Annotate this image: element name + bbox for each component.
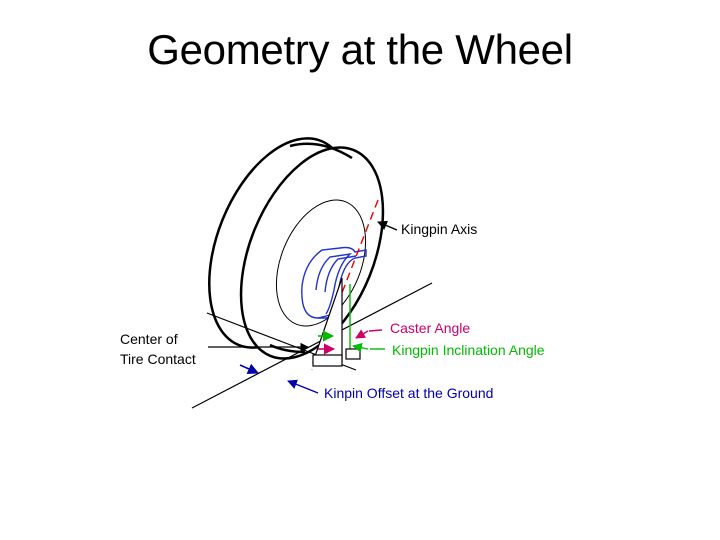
- center-contact-label-line2: Tire Contact: [120, 351, 196, 367]
- caster-angle-pointer-2: [355, 329, 369, 339]
- caster-angle-pointer-1: [368, 329, 383, 332]
- kingpin-inclination-label: Kingpin Inclination Angle: [392, 342, 545, 358]
- ground-line-back: [191, 282, 433, 409]
- wheel-rim: [275, 199, 367, 327]
- inclination-angle-pointer-2: [352, 342, 369, 353]
- page-title: Geometry at the Wheel: [147, 26, 573, 73]
- offset-pointer-right: [287, 379, 319, 394]
- kingpin-offset-label: Kinpin Offset at the Ground: [324, 385, 493, 401]
- kingpin-axis-label: Kingpin Axis: [401, 221, 477, 237]
- tire-front-outline: [239, 146, 385, 360]
- caster-angle-label: Caster Angle: [390, 320, 470, 336]
- tire-tread-bottom: [269, 343, 306, 354]
- offset-pointer-left: [239, 363, 260, 375]
- kingpin-axis-pointer: [377, 220, 398, 231]
- tire-tread-top: [289, 142, 353, 160]
- contact-patch-block: [312, 277, 361, 367]
- kingpin-axis-line: [311, 199, 379, 371]
- center-contact-label-line1: Center of: [120, 331, 178, 347]
